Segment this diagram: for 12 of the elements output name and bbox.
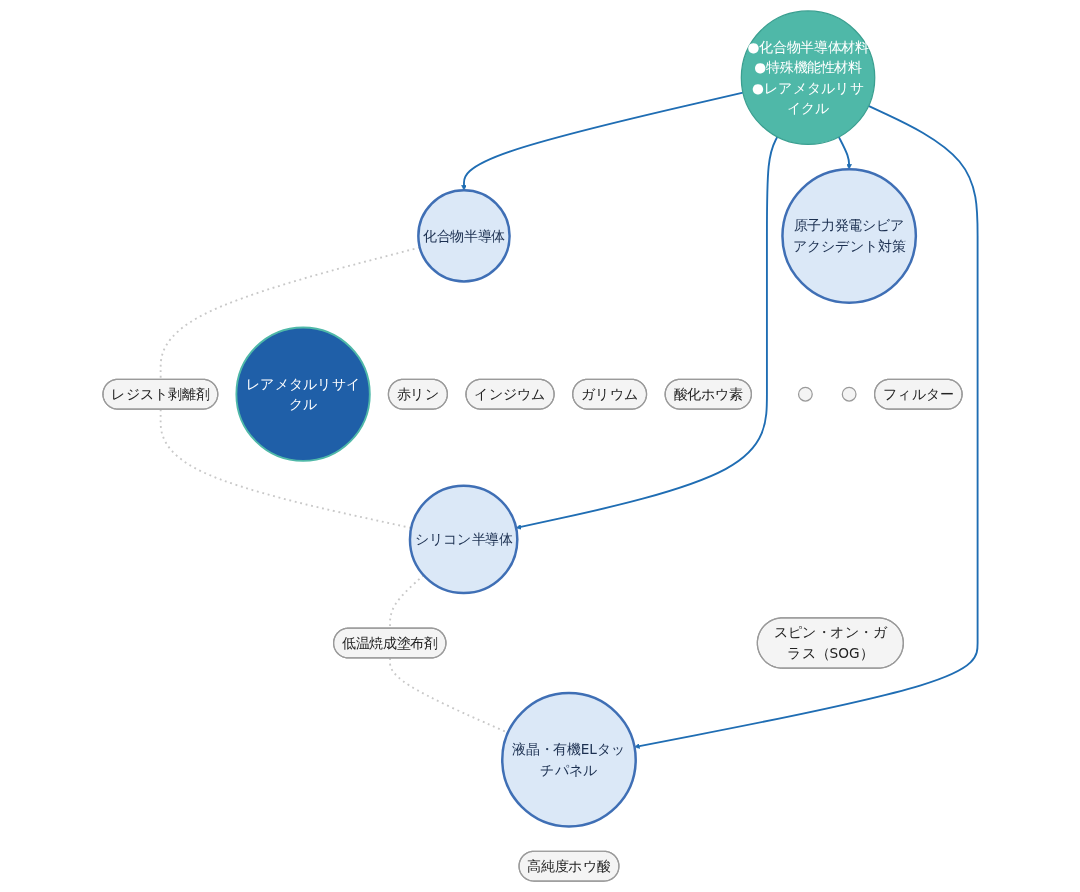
node-circle: シリコン半導体	[408, 484, 519, 595]
arrow	[837, 135, 852, 170]
node-circle: 原子力発電シビアアクシデント対策	[780, 168, 917, 304]
node-circle: ●化合物半導体材料 ●特殊機能性材料 ●レアメタルリサイクル	[740, 10, 876, 145]
arrow	[460, 91, 744, 191]
arrow	[515, 135, 778, 530]
node-circle: レアメタルリサイクル	[235, 326, 371, 462]
node-circle	[797, 386, 813, 402]
node-circle: 化合物半導体	[416, 189, 511, 283]
node-circle: 液晶・有機ELタッチパネル	[500, 691, 637, 828]
node-circle	[841, 386, 857, 402]
arrow	[633, 104, 979, 749]
